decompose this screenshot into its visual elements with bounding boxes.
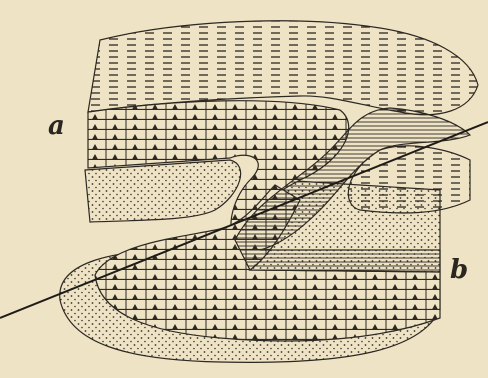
label-a: a — [48, 111, 65, 141]
label-b: b — [450, 255, 468, 285]
